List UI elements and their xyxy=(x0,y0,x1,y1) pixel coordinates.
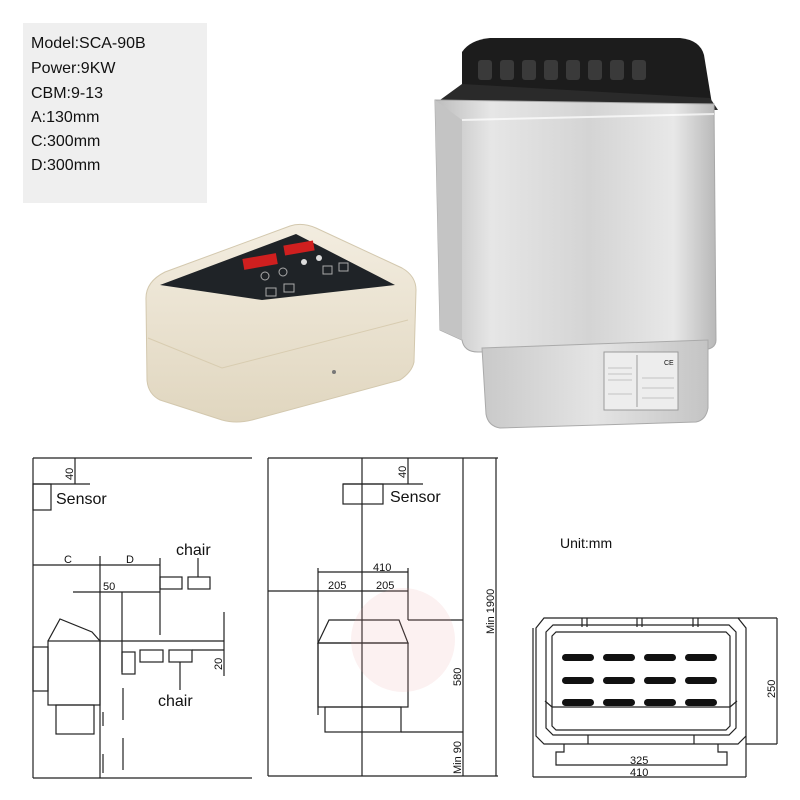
dim-c-label: C xyxy=(64,554,72,566)
height-580-label: 580 xyxy=(452,668,464,686)
front-sensor-label: Sensor xyxy=(390,489,441,506)
heater-image: CE xyxy=(434,38,718,429)
width-410-label: 410 xyxy=(373,562,391,574)
spec-cbm: CBM:9-13 xyxy=(31,85,104,102)
unit-label: Unit:mm xyxy=(560,535,612,551)
side-sensor-label: Sensor xyxy=(56,491,107,508)
spec-c: C:300mm xyxy=(31,133,101,150)
half-left-label: 205 xyxy=(328,580,346,592)
chair-label-bottom: chair xyxy=(158,693,193,710)
spec-model: Model:SCA-90B xyxy=(31,35,146,52)
room-height-label: Min 1900 xyxy=(485,589,497,634)
chair-label-top: chair xyxy=(176,542,211,559)
dim-20-label: 20 xyxy=(213,658,225,670)
depth-250-label: 250 xyxy=(766,680,778,698)
inner-width-325-label: 325 xyxy=(630,755,648,767)
dim-d-label: D xyxy=(126,554,134,566)
spec-a: A:130mm xyxy=(31,109,100,126)
floor-clearance-label: Min 90 xyxy=(452,741,464,774)
dim-50-label: 50 xyxy=(103,581,115,593)
spec-d: D:300mm xyxy=(31,157,101,174)
front-sensor-clearance: 40 xyxy=(397,466,409,478)
spec-power: Power:9KW xyxy=(31,60,116,77)
specs-box: Model:SCA-90B Power:9KW CBM:9-13 A:130mm… xyxy=(23,23,207,203)
ce-mark: CE xyxy=(664,360,674,367)
top-view-drawing xyxy=(532,617,778,778)
watermark-stamp xyxy=(351,588,455,692)
outer-width-410-label: 410 xyxy=(630,767,648,779)
side-view-drawing xyxy=(32,457,252,779)
half-right-label: 205 xyxy=(376,580,394,592)
front-view-drawing xyxy=(267,457,498,777)
side-sensor-clearance: 40 xyxy=(64,468,76,480)
controller-body xyxy=(145,223,417,423)
heater-stone-slots xyxy=(562,654,717,706)
